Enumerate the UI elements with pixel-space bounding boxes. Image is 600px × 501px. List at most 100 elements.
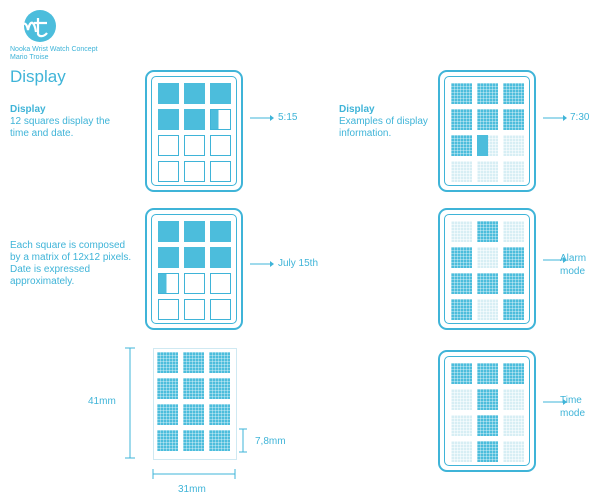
display-square [158, 221, 179, 242]
page-title: Display [10, 67, 66, 86]
display-square [477, 273, 498, 294]
display-square [158, 83, 179, 104]
display-square [157, 352, 178, 373]
display-square [477, 441, 498, 462]
display-square [503, 363, 524, 384]
display-square [503, 273, 524, 294]
display-square [451, 109, 472, 130]
display-square [210, 161, 231, 182]
display-square [210, 135, 231, 156]
display-square [210, 221, 231, 242]
display-square [451, 247, 472, 268]
display-square [451, 221, 472, 242]
watch-3 [438, 70, 536, 192]
arrow-head-4 [563, 257, 567, 263]
display-desc-right: Display Examples of display information. [339, 104, 444, 140]
arrow-head-1 [270, 115, 274, 121]
display-square [503, 389, 524, 410]
watch-1 [145, 70, 243, 192]
display-square [477, 135, 498, 156]
display-square [503, 247, 524, 268]
display-square [210, 109, 231, 130]
matrix-desc: Each square is composed by a matrix of 1… [10, 240, 132, 288]
label-time-mode: Time mode [560, 395, 586, 419]
display-square [209, 430, 230, 451]
display-square [210, 273, 231, 294]
display-square [209, 352, 230, 373]
logo-mark-icon [16, 10, 56, 42]
display-square [503, 299, 524, 320]
display-square [158, 161, 179, 182]
display-square [184, 135, 205, 156]
display-square [503, 441, 524, 462]
display-square [451, 299, 472, 320]
display-text-left: 12 squares display the time and date. [10, 116, 111, 139]
display-square [503, 109, 524, 130]
display-desc-left: Display 12 squares display the time and … [10, 104, 125, 140]
concept-title: Nooka Wrist Watch Concept [10, 46, 98, 53]
display-title-right: Display [339, 104, 375, 115]
watch-4 [438, 208, 536, 330]
display-square [451, 415, 472, 436]
display-square [158, 273, 179, 294]
display-square [451, 83, 472, 104]
display-square [158, 135, 179, 156]
display-title-left: Display [10, 104, 46, 115]
display-square [477, 221, 498, 242]
display-square [210, 247, 231, 268]
display-square [158, 299, 179, 320]
display-square [157, 430, 178, 451]
display-square [184, 299, 205, 320]
display-square [451, 363, 472, 384]
display-square [209, 404, 230, 425]
watch-2 [145, 208, 243, 330]
matrix-desc-1: Each square is composed by a matrix of 1… [10, 240, 132, 263]
display-square [451, 273, 472, 294]
display-square [477, 363, 498, 384]
display-square-partial [477, 135, 488, 156]
display-square [503, 161, 524, 182]
display-square [477, 161, 498, 182]
display-square [158, 247, 179, 268]
arrow-head-3 [563, 115, 567, 121]
display-square [184, 83, 205, 104]
matrix-desc-2: Date is expressed approximately. [10, 264, 91, 287]
display-square [157, 378, 178, 399]
logo [14, 6, 58, 46]
dim-height-label: 41mm [88, 396, 116, 407]
display-square [184, 109, 205, 130]
display-square [477, 83, 498, 104]
display-square [477, 389, 498, 410]
display-square [477, 247, 498, 268]
display-square [503, 415, 524, 436]
display-square [184, 273, 205, 294]
display-square [183, 430, 204, 451]
display-square [184, 247, 205, 268]
display-square [451, 389, 472, 410]
display-square [183, 378, 204, 399]
display-square [503, 83, 524, 104]
display-square [210, 299, 231, 320]
author-name: Mario Troise [10, 54, 49, 61]
display-text-right: Examples of display information. [339, 116, 428, 139]
label-time-5-15: 5:15 [278, 112, 298, 123]
display-square [451, 161, 472, 182]
display-square [184, 221, 205, 242]
arrow-head-5 [563, 399, 567, 405]
dim-square-label: 7,8mm [255, 436, 286, 447]
display-square [157, 404, 178, 425]
dim-width-label: 31mm [178, 484, 206, 495]
arrow-head-2 [270, 261, 274, 267]
display-square [209, 378, 230, 399]
display-square [183, 404, 204, 425]
display-square [184, 161, 205, 182]
display-square [477, 415, 498, 436]
display-square [477, 109, 498, 130]
display-square [451, 135, 472, 156]
display-square [477, 299, 498, 320]
display-square [158, 109, 179, 130]
watch-5 [438, 350, 536, 472]
display-square [503, 221, 524, 242]
display-square [451, 441, 472, 462]
display-square [183, 352, 204, 373]
